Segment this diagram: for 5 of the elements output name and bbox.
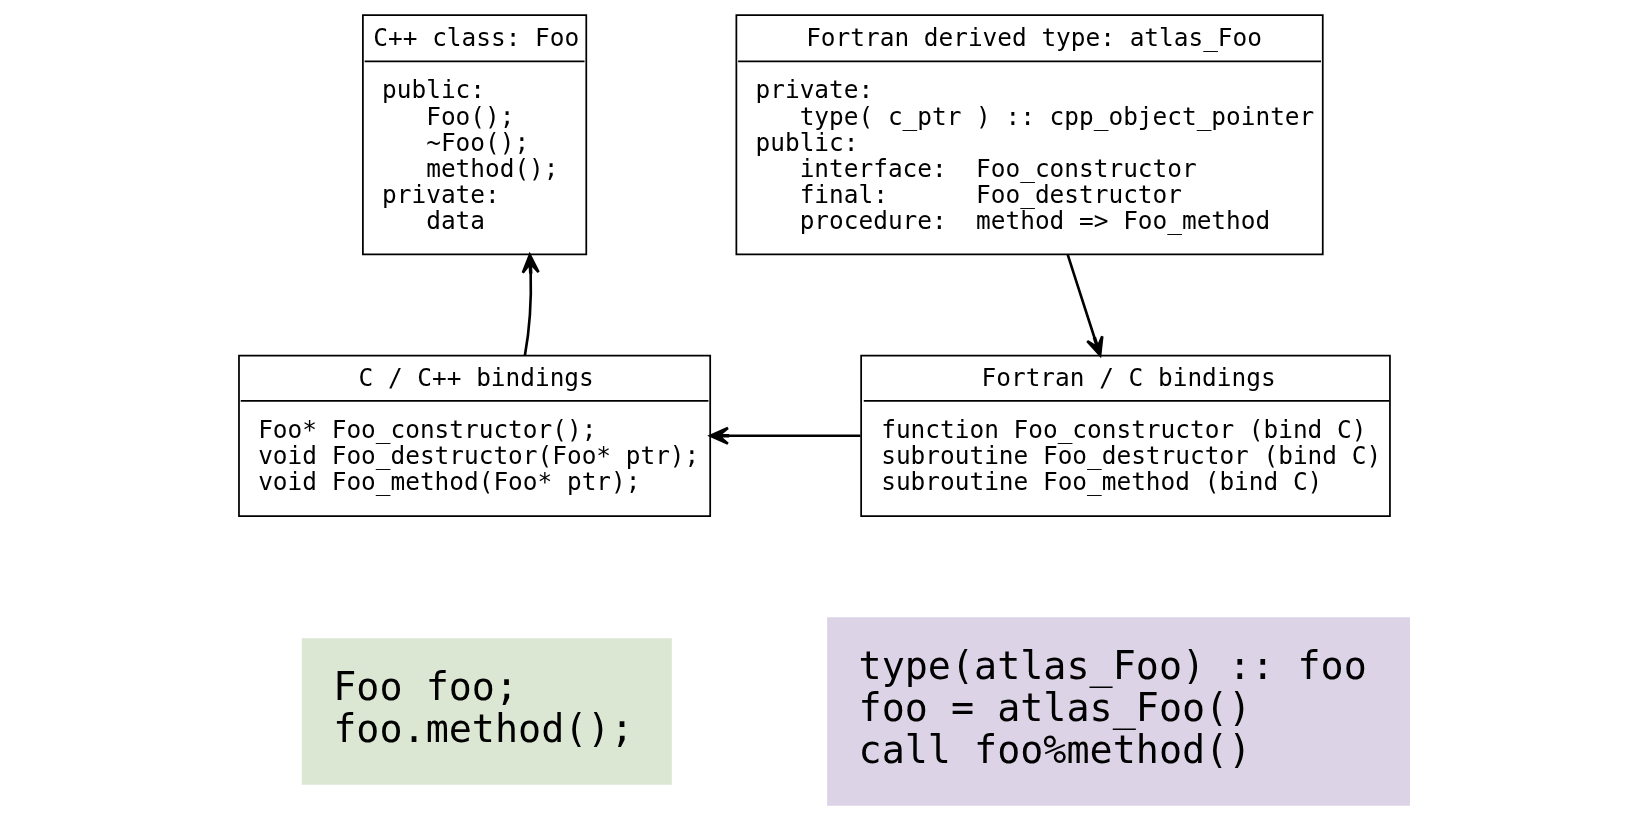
- node-box: type(atlas_Foo) :: foo foo = atlas_Foo() call foo%method(): [826, 617, 1410, 806]
- arrow: [1066, 254, 1104, 357]
- node-box: Foo foo; foo.method();: [301, 638, 672, 785]
- arrow: [521, 253, 540, 356]
- arrow: [708, 426, 860, 445]
